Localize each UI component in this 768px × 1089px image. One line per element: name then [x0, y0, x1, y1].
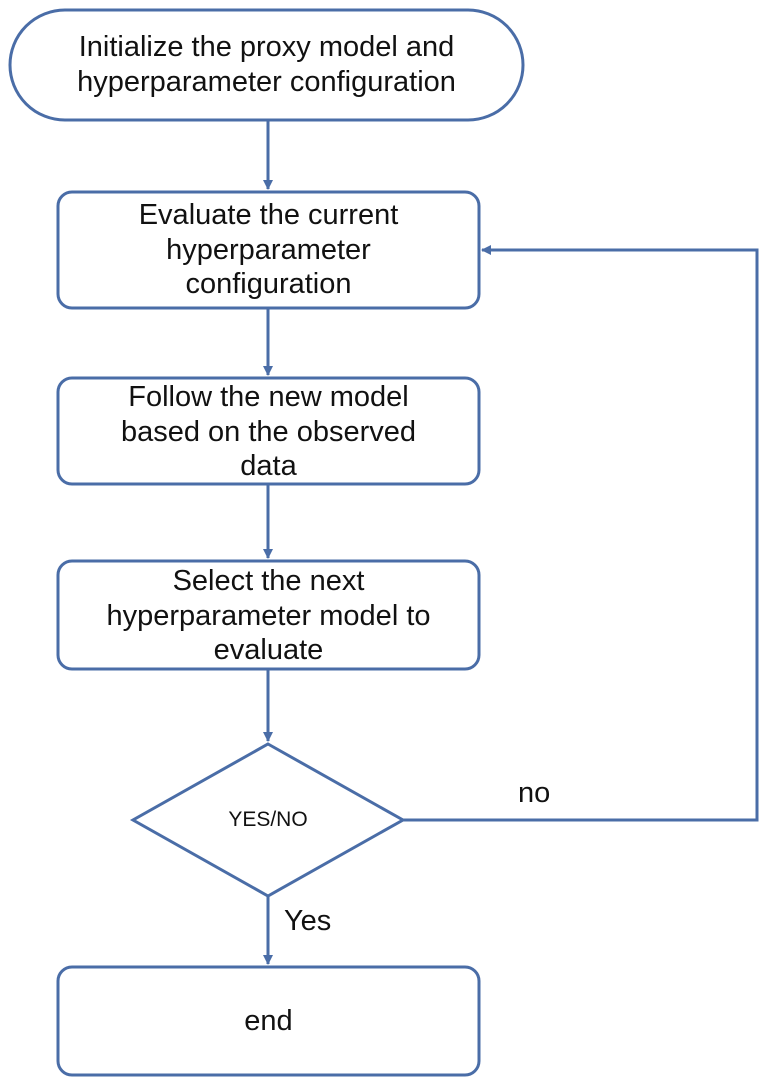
- evaluate-node-line-3: configuration: [185, 268, 352, 301]
- end-node-text: end: [244, 1004, 293, 1037]
- start-node-label: Initialize the proxy model and hyperpara…: [10, 10, 523, 120]
- end-node-label: end: [58, 967, 479, 1075]
- follow-node-line-2: based on the observed: [120, 415, 417, 448]
- no-edge-label: no: [518, 777, 551, 809]
- follow-node-line-3: data: [240, 450, 297, 483]
- evaluate-node-label: Evaluate the current hyperparameter conf…: [58, 192, 479, 308]
- follow-node-line-1: Follow the new model: [128, 380, 409, 413]
- select-node-label: Select the next hyperparameter model to …: [58, 558, 479, 674]
- decision-node-label: YES/NO: [168, 800, 368, 840]
- arrow-no-loop-back: [403, 245, 759, 822]
- decision-node-text: YES/NO: [228, 808, 308, 832]
- select-node-line-1: Select the next: [172, 564, 365, 597]
- yes-edge-label: Yes: [284, 905, 332, 937]
- select-node-line-3: evaluate: [213, 634, 324, 667]
- start-node-line-1: Initialize the proxy model and: [78, 31, 455, 64]
- evaluate-node-line-1: Evaluate the current: [138, 198, 399, 231]
- start-node-line-2: hyperparameter configuration: [77, 66, 456, 98]
- select-node-line-2: hyperparameter model to: [106, 599, 431, 632]
- follow-node-label: Follow the new model based on the observ…: [58, 374, 479, 490]
- evaluate-node-line-2: hyperparameter: [166, 233, 371, 266]
- end-process-shape: [56, 965, 481, 1077]
